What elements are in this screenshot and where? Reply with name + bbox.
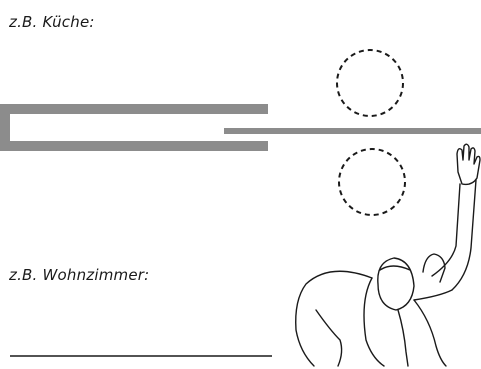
- kitchen-counter-bar: [0, 104, 268, 151]
- worktop-line: [224, 128, 481, 134]
- dashed-circle-icon: [336, 49, 404, 117]
- person-reaching-icon: [295, 143, 481, 367]
- dashed-circle-icon: [338, 148, 406, 216]
- caption-living-room: z.B. Wohnzimmer:: [9, 266, 150, 284]
- caption-kitchen: z.B. Küche:: [9, 13, 95, 31]
